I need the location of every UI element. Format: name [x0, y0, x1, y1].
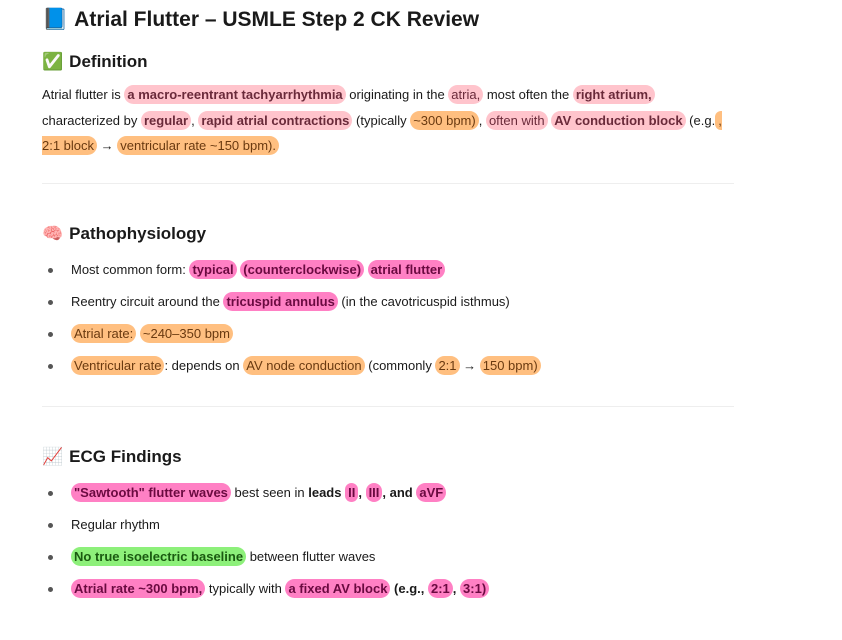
divider: [42, 182, 734, 184]
highlight: rapid atrial contractions: [198, 110, 353, 130]
section-heading-text: ECG Findings: [69, 446, 182, 466]
text-segment: (typically: [352, 112, 411, 128]
text-segment: ,: [478, 112, 486, 128]
document: 📘Atrial Flutter – USMLE Step 2 CK Review…: [42, 8, 734, 605]
text-segment: (e.g.,: [390, 580, 428, 596]
list-item: No true isoelectric baseline between flu…: [42, 541, 734, 573]
highlight: III: [365, 482, 383, 502]
highlight: tricuspid annulus: [223, 291, 338, 311]
highlight: Atrial rate:: [71, 323, 137, 343]
divider: [42, 405, 734, 407]
text-segment: between flutter waves: [246, 548, 376, 564]
brain-icon: 🧠: [42, 223, 64, 243]
highlight: 2:1: [435, 355, 460, 375]
text-segment: originating in the: [345, 87, 449, 102]
highlight: Ventricular rate: [71, 355, 165, 375]
text-segment: Atrial flutter is: [42, 87, 125, 102]
highlight: aVF: [416, 482, 447, 502]
text-segment: Regular rhythm: [71, 516, 160, 532]
section-heading-text: Definition: [69, 52, 148, 71]
page-title-text: Atrial Flutter – USMLE Step 2 CK Review: [74, 8, 480, 31]
text-segment: : depends on: [164, 357, 244, 373]
list-item: Most common form: typical (counterclockw…: [42, 254, 734, 286]
highlight: often with: [485, 110, 548, 130]
highlight: regular: [141, 110, 192, 130]
highlight: AV conduction block: [551, 110, 686, 130]
text-segment: best seen in: [230, 484, 309, 500]
book-icon: 📘: [42, 8, 69, 31]
list-item: Atrial rate ~300 bpm, typically with a f…: [42, 573, 734, 605]
highlight: typical: [189, 259, 237, 279]
text-segment: most often the: [483, 87, 573, 102]
highlight: (counterclockwise): [240, 259, 365, 279]
text-segment: (e.g.: [685, 112, 716, 128]
paragraph: Atrial flutter is a macro-reentrant tach…: [42, 82, 734, 159]
highlight: 3:1): [460, 578, 490, 598]
list-item: Reentry circuit around the tricuspid ann…: [42, 286, 734, 318]
list-item: Regular rhythm: [42, 509, 734, 541]
check-icon: ✅: [42, 52, 64, 71]
highlight: Atrial rate ~300 bpm,: [71, 578, 206, 598]
text-segment: Most common form:: [71, 261, 190, 277]
section-heading: ✅ Definition: [42, 52, 734, 72]
list-item: "Sawtooth" flutter waves best seen in le…: [42, 477, 734, 509]
list-item: Atrial rate: ~240–350 bpm: [42, 318, 734, 350]
text-segment: ,: [358, 484, 366, 500]
highlight: 150 bpm): [479, 355, 541, 375]
highlight: ~300 bpm): [410, 110, 479, 130]
section-heading: 📈ECG Findings: [42, 447, 734, 467]
section-heading-text: Pathophysiology: [69, 223, 207, 243]
text-segment: (in the cavotricuspid isthmus): [337, 293, 510, 309]
text-segment: typically with: [205, 580, 286, 596]
highlight: right atrium,: [572, 85, 655, 104]
text-segment: →: [97, 138, 118, 153]
text-segment: ,: [452, 580, 461, 596]
highlight: atrial flutter: [367, 259, 446, 279]
text-segment: , and: [382, 484, 417, 500]
text-segment: Reentry circuit around the: [71, 293, 224, 309]
text-segment: characterized by: [42, 112, 141, 128]
text-segment: ,: [191, 112, 199, 128]
text-segment: →: [459, 357, 480, 373]
section-heading: 🧠Pathophysiology: [42, 224, 734, 244]
highlight: a macro-reentrant tachyarrhythmia: [124, 85, 346, 104]
highlight: a fixed AV block: [285, 578, 391, 598]
chart-icon: 📈: [42, 446, 64, 466]
highlight: AV node conduction: [243, 355, 365, 375]
highlight: 2:1: [428, 578, 453, 598]
section-ecg-findings: 📈ECG Findings "Sawtooth" flutter waves be…: [42, 447, 734, 605]
highlight: No true isoelectric baseline: [71, 546, 247, 566]
text-segment: leads: [308, 484, 346, 500]
highlight: "Sawtooth" flutter waves: [71, 482, 231, 502]
highlight: ventricular rate ~150 bpm).: [117, 136, 279, 155]
list-item: Ventricular rate: depends on AV node con…: [42, 350, 734, 382]
highlight: atria,: [448, 85, 484, 104]
highlight: ~240–350 bpm: [139, 323, 233, 343]
highlight: II: [345, 482, 359, 502]
text-segment: (commonly: [364, 357, 436, 373]
page-title: 📘Atrial Flutter – USMLE Step 2 CK Review: [42, 8, 734, 32]
